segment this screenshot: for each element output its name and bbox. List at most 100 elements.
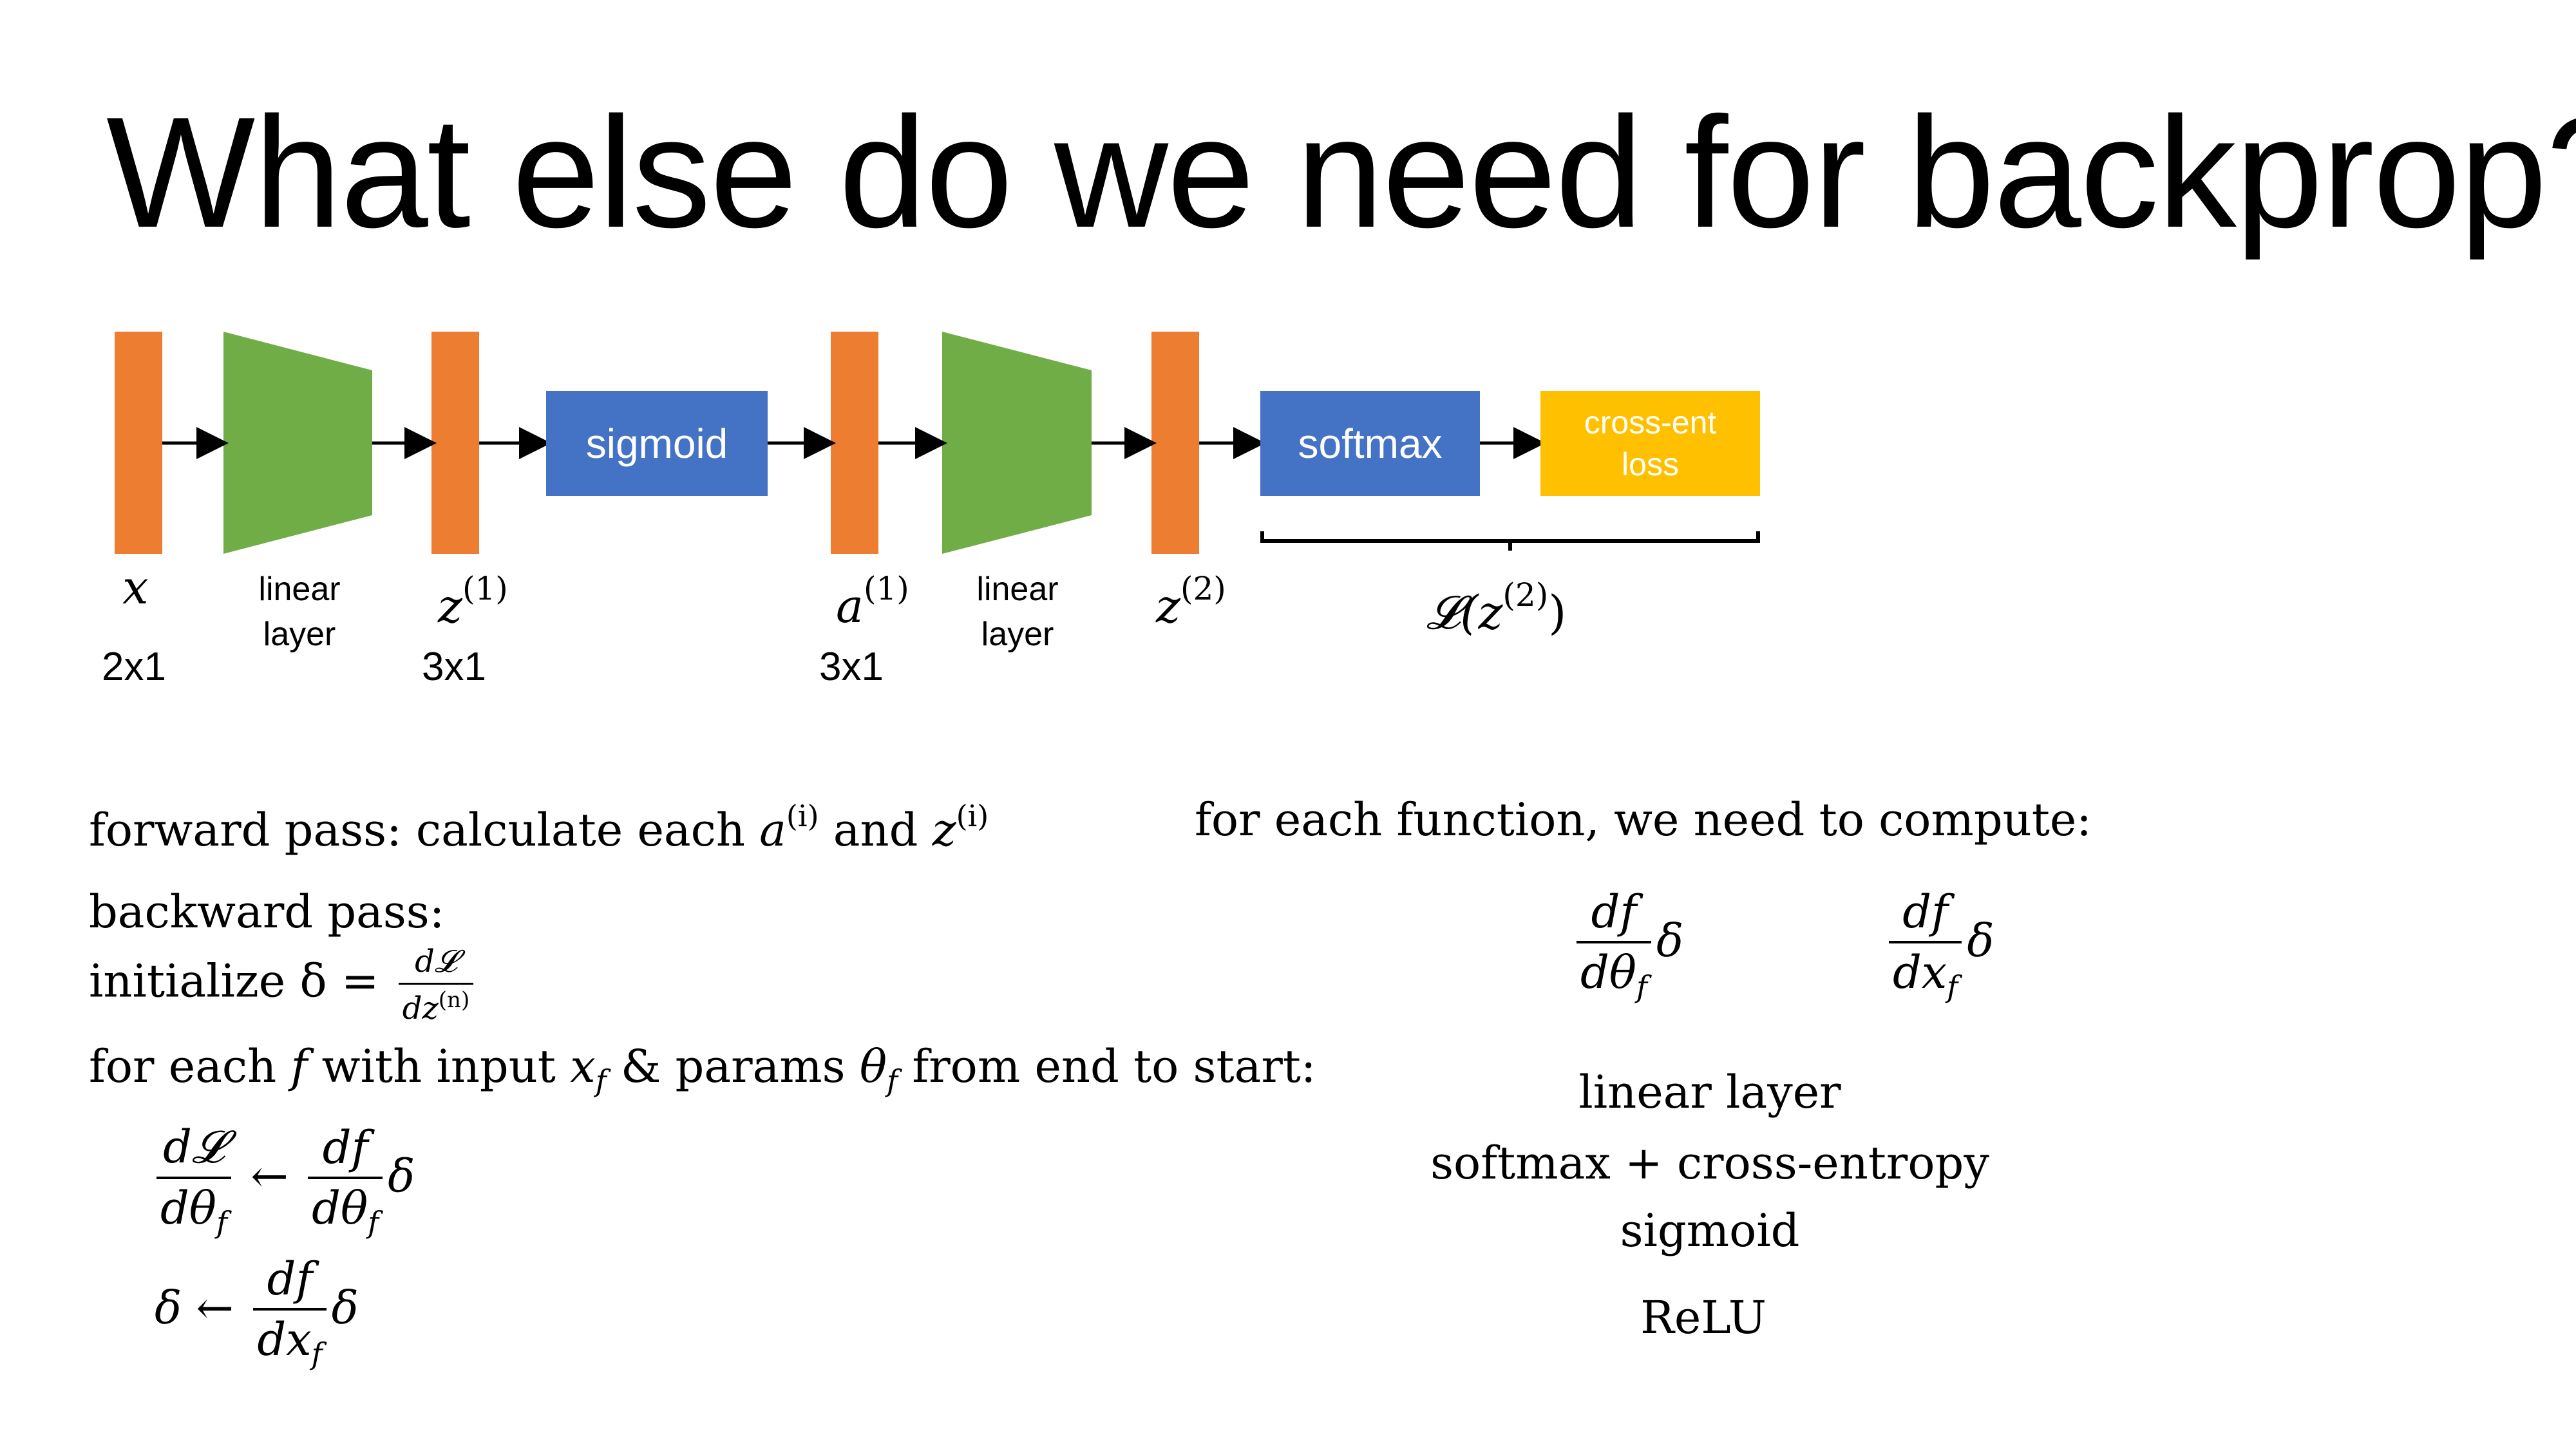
- eq1-rhs-den-base: dθ: [312, 1181, 368, 1235]
- eq1-lhs-den-sub: f: [216, 1205, 227, 1240]
- d1-num: df: [1591, 886, 1637, 938]
- label-a1-base: a: [836, 579, 864, 633]
- loop-text-3: & params: [620, 1040, 846, 1093]
- label-x: x: [122, 560, 149, 614]
- eq2-delta: δ: [155, 1282, 182, 1334]
- eq2-den-sub: f: [311, 1336, 323, 1371]
- forward-z: z: [932, 804, 956, 857]
- function-list-item: softmax + cross-entropy: [1430, 1137, 1989, 1189]
- label-loss-sup: (2): [1502, 576, 1549, 614]
- label-z2-sup: (2): [1180, 570, 1226, 607]
- initialize-fraction-num: d𝓛: [415, 943, 457, 980]
- label-linear-layer-1: linear layer: [232, 567, 367, 657]
- label-loss-function: 𝓛(z(2)): [1426, 576, 1566, 641]
- label-loss-L: 𝓛: [1426, 585, 1461, 639]
- loop-text-2: with input: [321, 1040, 556, 1093]
- forward-a-sup: (i): [786, 799, 819, 833]
- initialize-fraction: d𝓛 dz(n): [398, 943, 474, 1027]
- eq1-rhs-den: dθf: [308, 1176, 383, 1240]
- eq1-rhs-fraction: df dθf: [308, 1121, 383, 1240]
- derivative-wrt-theta: df dθf δ: [1571, 886, 1683, 1004]
- eq2-den-base: dx: [257, 1313, 312, 1366]
- linear-layer-2-shape: [942, 332, 1092, 554]
- eq1-lhs-den: dθf: [156, 1177, 231, 1240]
- update-delta-equation: δ ← df dxf δ: [155, 1253, 359, 1371]
- label-z1-sup: (1): [462, 570, 508, 607]
- label-a1-sup: (1): [863, 570, 909, 607]
- cross-entropy-loss-block: cross-ent loss: [1540, 391, 1760, 496]
- eq1-lhs-den-base: dθ: [160, 1182, 216, 1235]
- eq1-lhs-fraction: d𝓛 dθf: [156, 1121, 231, 1240]
- loop-theta-sub: f: [887, 1063, 898, 1098]
- initialize-den-sup: (n): [438, 987, 470, 1013]
- derivative-wrt-x: df dxf δ: [1884, 886, 1994, 1004]
- vector-a1: [831, 332, 878, 554]
- label-a1: a(1): [836, 570, 909, 633]
- cross-ent-label-line2: loss: [1622, 446, 1679, 482]
- initialize-text: initialize δ =: [89, 954, 379, 1008]
- d2-delta: δ: [1967, 914, 1994, 967]
- eq1-rhs-den-sub: f: [368, 1204, 379, 1240]
- d1-delta: δ: [1656, 914, 1684, 967]
- softmax-block-label: softmax: [1298, 420, 1443, 467]
- initialize-line: initialize δ = d𝓛 dz(n): [89, 943, 478, 1027]
- sigmoid-block: sigmoid: [546, 391, 768, 496]
- dim-x: 2x1: [102, 645, 166, 689]
- d2-den: dxf: [1889, 941, 1962, 1004]
- vector-z2: [1151, 332, 1199, 554]
- forward-a: a: [759, 804, 786, 857]
- sigmoid-block-label: sigmoid: [585, 420, 728, 467]
- label-z2-base: z: [1156, 579, 1180, 633]
- eq1-lhs-num: d𝓛: [163, 1121, 225, 1173]
- d2-den-base: dx: [1893, 946, 1947, 999]
- vector-z1: [431, 332, 479, 554]
- softmax-block: softmax: [1260, 391, 1480, 496]
- backward-pass-line: backward pass:: [89, 886, 445, 938]
- forward-z-sup: (i): [956, 799, 989, 833]
- label-loss-close: ): [1548, 585, 1567, 639]
- dim-a1: 3x1: [819, 645, 884, 689]
- slide-title: What else do we need for backprop?: [106, 84, 2576, 260]
- function-list-item: linear layer: [1578, 1066, 1841, 1119]
- loop-x: x: [570, 1040, 596, 1093]
- eq1-arrow: ←: [251, 1150, 289, 1203]
- eq2-den: dxf: [253, 1308, 327, 1371]
- label-linear-layer-2-line1: linear: [976, 571, 1059, 608]
- update-params-equation: d𝓛 dθf ← df dθf δ: [151, 1121, 415, 1240]
- forward-text: forward pass: calculate each: [89, 804, 745, 857]
- initialize-den-dz: dz: [402, 990, 439, 1027]
- loop-text-1: for each: [89, 1040, 277, 1093]
- d1-den-sub: f: [1636, 969, 1647, 1004]
- d1-den-base: dθ: [1580, 946, 1636, 999]
- input-vector-x: [115, 332, 162, 554]
- cross-ent-label-line1: cross-ent: [1584, 404, 1717, 440]
- forward-and: and: [833, 804, 918, 857]
- eq2-tail-delta: δ: [331, 1282, 359, 1334]
- loop-f: f: [290, 1040, 308, 1093]
- loop-text-4: from end to start:: [912, 1040, 1316, 1093]
- eq1-delta: δ: [388, 1150, 415, 1203]
- d1-den: dθf: [1577, 941, 1651, 1004]
- label-linear-layer-1-line2: layer: [263, 616, 336, 654]
- right-heading: for each function, we need to compute:: [1195, 793, 2092, 846]
- label-loss-open: (z: [1460, 585, 1503, 639]
- eq2-num: df: [267, 1253, 313, 1305]
- function-list-item: ReLU: [1640, 1291, 1766, 1344]
- loop-theta: θ: [859, 1040, 887, 1093]
- loop-x-sub: f: [595, 1063, 607, 1098]
- label-z1: z(1): [438, 570, 508, 633]
- loop-line: for each f with input xf & params θf fro…: [89, 1040, 1316, 1098]
- eq1-rhs-num: df: [322, 1121, 368, 1174]
- d2-num: df: [1902, 886, 1949, 938]
- label-linear-layer-2-line2: layer: [981, 616, 1054, 654]
- function-list-item: sigmoid: [1620, 1204, 1800, 1257]
- eq2-fraction: df dxf: [253, 1253, 327, 1371]
- forward-pass-line: forward pass: calculate each a(i) and z(…: [89, 799, 989, 857]
- dim-z1: 3x1: [422, 645, 486, 689]
- d2-fraction: df dxf: [1889, 886, 1962, 1004]
- loss-brace: [1260, 531, 1760, 551]
- label-linear-layer-2: linear layer: [950, 567, 1085, 657]
- linear-layer-1-shape: [223, 332, 372, 554]
- label-linear-layer-1-line1: linear: [258, 571, 341, 608]
- eq2-arrow: ←: [196, 1282, 234, 1334]
